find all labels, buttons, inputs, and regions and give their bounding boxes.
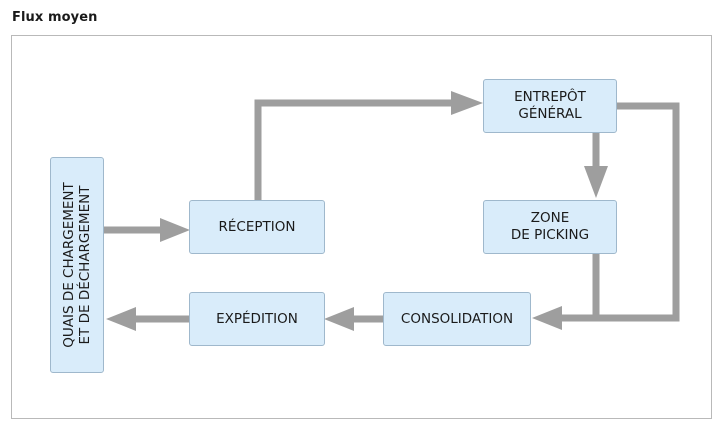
arrowhead-quais: [106, 307, 136, 331]
node-zone-picking: ZONE DE PICKING: [483, 200, 617, 254]
node-entrepot: ENTREPÔT GÉNÉRAL: [483, 79, 617, 133]
arrowhead-expedition: [324, 307, 354, 331]
node-expedition: EXPÉDITION: [189, 292, 325, 346]
arrowhead-entrepot: [451, 91, 483, 115]
figure-title: Flux moyen: [12, 10, 98, 25]
arrow-entrepot-to-consolidation: [562, 102, 680, 322]
arrowhead-consolidation: [532, 306, 562, 330]
node-quais: QUAIS DE CHARGEMENT ET DE DÉCHARGEMENT: [50, 157, 104, 373]
node-quais-label: QUAIS DE CHARGEMENT ET DE DÉCHARGEMENT: [60, 182, 93, 348]
arrowhead-reception: [160, 218, 190, 242]
node-reception: RÉCEPTION: [189, 200, 325, 254]
arrow-reception-to-entrepot: [254, 99, 451, 200]
arrowhead-zone: [584, 166, 608, 198]
node-consolidation: CONSOLIDATION: [383, 292, 531, 346]
